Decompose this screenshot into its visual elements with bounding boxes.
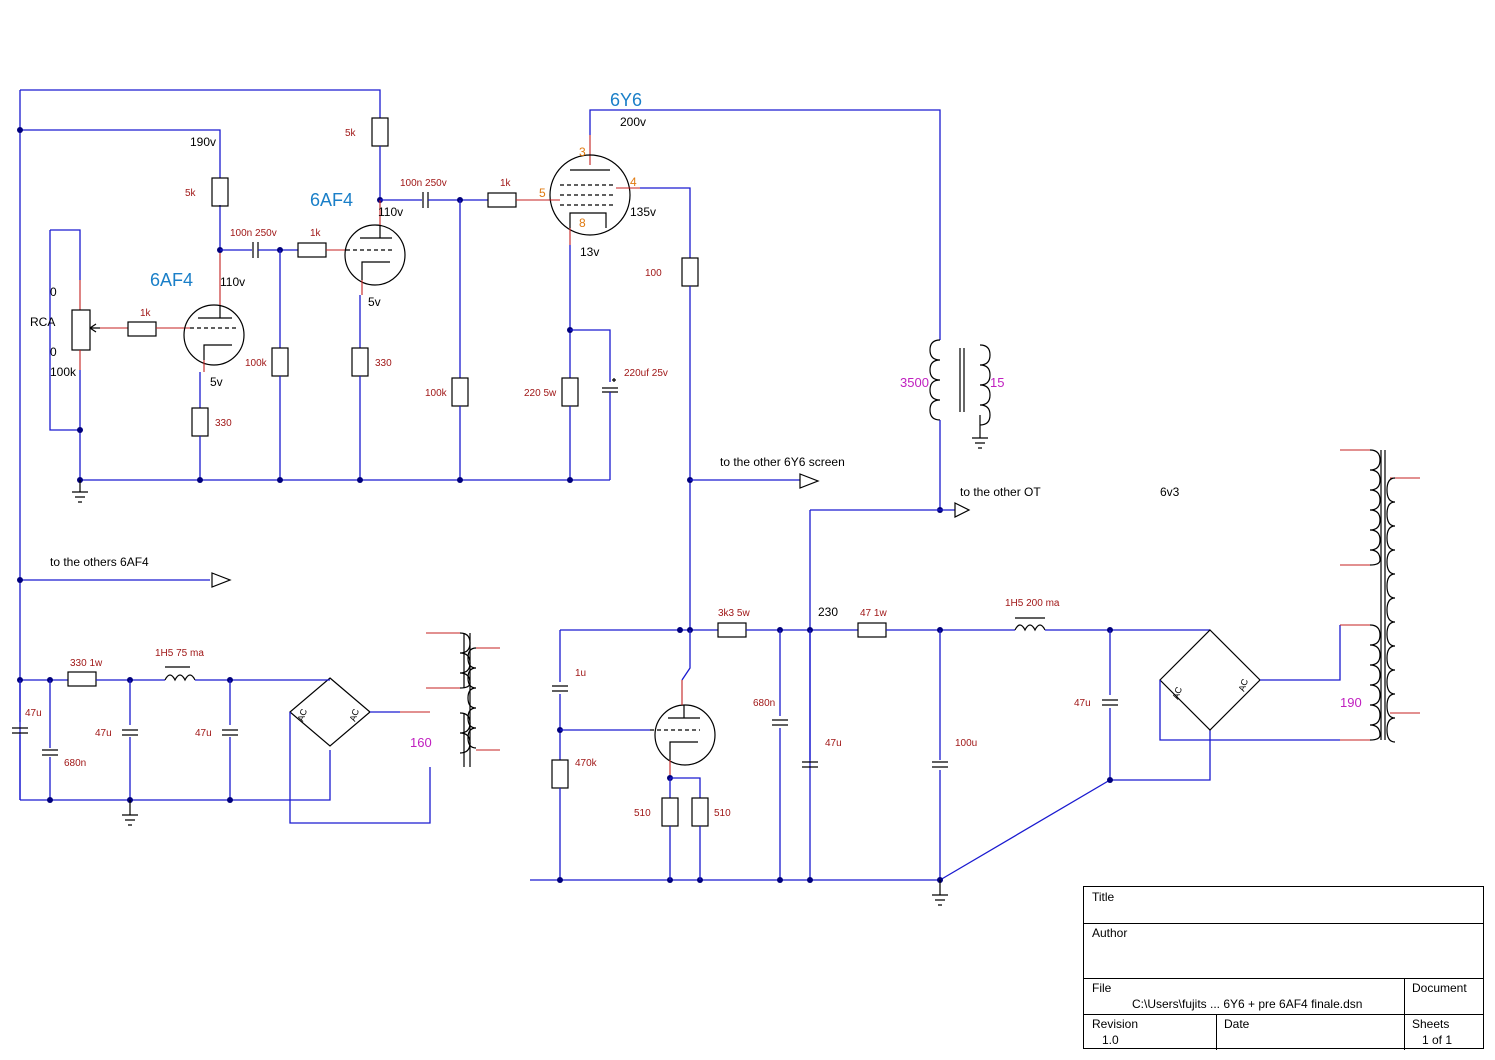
voltage-label: 230: [818, 605, 838, 619]
component-value: 1H5 200 ma: [1005, 598, 1060, 609]
input-zero-label: 0: [50, 345, 57, 359]
file-value: C:\Users\fujits ... 6Y6 + pre 6AF4 final…: [1132, 997, 1363, 1011]
component-value: 47 1w: [860, 608, 887, 619]
labels: 6AF4 6AF4 6Y6 3 4 5 8 190v 110v 5v 110v …: [25, 90, 1362, 819]
component-value: 47u: [95, 728, 112, 739]
component-value: 100n 250v: [400, 178, 447, 189]
component-value: 1H5 75 ma: [155, 648, 204, 659]
bridge-ac-label: AC: [295, 707, 309, 723]
component-value: 680n: [64, 758, 86, 769]
component-value: 220uf 25v: [624, 368, 668, 379]
file-row: File C:\Users\fujits ... 6Y6 + pre 6AF4 …: [1084, 978, 1483, 1015]
author-label: Author: [1092, 926, 1128, 940]
bridge-ac-label: AC: [1170, 685, 1184, 701]
component-value: 680n: [753, 698, 775, 709]
component-value: 330 1w: [70, 658, 103, 669]
voltage-label: 200v: [620, 115, 646, 129]
transformer-value: 3500: [900, 375, 929, 390]
screen-regulator: [650, 630, 716, 880]
voltage-label: 5v: [210, 375, 223, 389]
net-label-others: to the others 6AF4: [50, 555, 149, 569]
component-value: 5k: [345, 128, 357, 139]
component-value: 330: [375, 358, 392, 369]
title-label: Title: [1092, 890, 1115, 904]
voltage-label: 135v: [630, 205, 656, 219]
component-value: 3k3 5w: [718, 608, 750, 619]
component-value: 510: [714, 808, 731, 819]
tube-label-v2: 6AF4: [310, 190, 353, 210]
transformer-value: 15: [990, 375, 1004, 390]
tube-label-v3: 6Y6: [610, 90, 642, 110]
sheets-label: Sheets: [1412, 1017, 1450, 1031]
output-6y6: [549, 109, 941, 630]
net-arrows: [211, 473, 820, 588]
component-value: 1k: [310, 228, 322, 239]
voltage-label: 190v: [190, 135, 216, 149]
component-value: 47u: [1074, 698, 1091, 709]
component-value: 1k: [140, 308, 152, 319]
component-value: 47u: [825, 738, 842, 749]
component-value: 100u: [955, 738, 977, 749]
date-label: Date: [1224, 1017, 1250, 1031]
title-block: Title Author File C:\Users\fujits ... 6Y…: [1083, 886, 1484, 1050]
component-value: 100: [645, 268, 662, 279]
component-value: 1u: [575, 668, 586, 679]
author-row: Author: [1084, 923, 1483, 979]
component-value: 510: [634, 808, 651, 819]
bplus-rails: [17, 89, 381, 800]
component-value: 100k: [245, 358, 268, 369]
tube-label-v1: 6AF4: [150, 270, 193, 290]
bridge-ac-label: AC: [347, 707, 361, 723]
revision-row: Revision 1.0 Date Sheets 1 of 1: [1084, 1014, 1483, 1050]
sheets-value: 1 of 1: [1422, 1033, 1453, 1047]
voltage-label: 110v: [378, 205, 403, 219]
transformer-value: 190: [1340, 695, 1362, 710]
input-label: RCA: [30, 315, 55, 329]
input-zero-label: 0: [50, 285, 57, 299]
pin-label: 5: [539, 186, 546, 200]
pot-value: 100k: [50, 365, 77, 379]
component-value: 100k: [425, 388, 448, 399]
component-value: 5k: [185, 188, 197, 199]
voltage-label: 6v3: [1160, 485, 1180, 499]
ground-bus-preamp: [72, 477, 610, 503]
net-label-ot: to the other OT: [960, 485, 1041, 499]
title-row: Title: [1084, 887, 1483, 924]
bridge-ac-label: AC: [1236, 677, 1250, 693]
pin-label: 3: [579, 145, 586, 159]
pin-label: 4: [630, 175, 637, 189]
stage1-6af4: [127, 177, 346, 480]
component-value: 47u: [25, 708, 42, 719]
main-psu: [530, 449, 1420, 906]
component-value: 1k: [500, 178, 512, 189]
net-label-screen: to the other 6Y6 screen: [720, 455, 845, 469]
component-value: 47u: [195, 728, 212, 739]
document-label: Document: [1412, 981, 1467, 995]
revision-label: Revision: [1092, 1017, 1139, 1031]
pin-label: 8: [579, 216, 586, 230]
voltage-label: 110v: [220, 275, 245, 289]
transformer-value: 160: [410, 735, 432, 750]
preamp-psu: [12, 632, 500, 826]
component-value: 100n 250v: [230, 228, 277, 239]
stage2-6af4: [344, 117, 550, 480]
revision-value: 1.0: [1102, 1033, 1119, 1047]
voltage-label: 5v: [368, 295, 381, 309]
voltage-label: 13v: [580, 245, 599, 259]
component-value: 330: [215, 418, 232, 429]
component-value: 470k: [575, 758, 598, 769]
component-value: 220 5w: [524, 388, 557, 399]
file-label: File: [1092, 981, 1112, 995]
input-volume-pot: [49, 229, 128, 480]
